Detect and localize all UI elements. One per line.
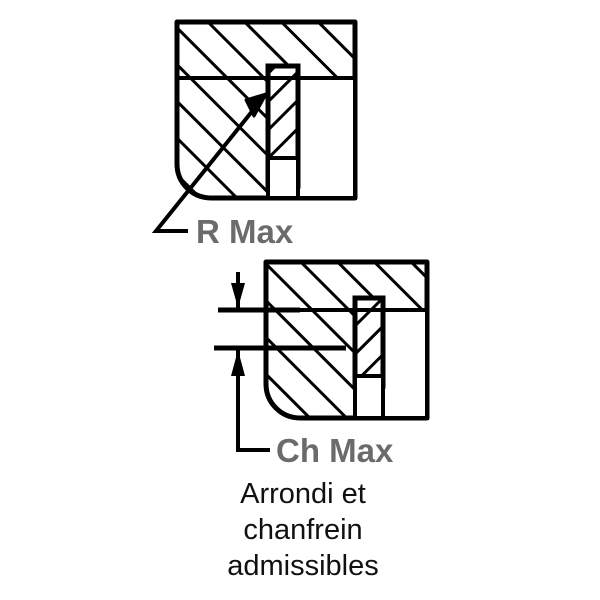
upper-leader-line bbox=[151, 92, 268, 233]
lower-insert-foot bbox=[353, 374, 385, 420]
lower-view-ch-max: Ch Max bbox=[214, 259, 430, 469]
caption-line-3: admissibles bbox=[227, 550, 379, 582]
upper-insert-foot bbox=[266, 156, 300, 200]
lower-upper-arrowhead bbox=[231, 283, 245, 308]
caption-line-1: Arrondi et bbox=[240, 478, 366, 510]
lower-lower-arrowhead bbox=[231, 350, 245, 376]
upper-view-r-max: R Max bbox=[151, 19, 358, 250]
caption-line-2: chanfrein bbox=[243, 514, 362, 546]
lower-right-pocket bbox=[381, 308, 429, 420]
upper-right-pocket bbox=[296, 76, 357, 200]
r-max-label: R Max bbox=[196, 213, 294, 250]
ch-max-label: Ch Max bbox=[276, 432, 394, 469]
upper-body-outline bbox=[174, 19, 358, 201]
lower-insert-hatch bbox=[355, 298, 383, 386]
caption-block: Arrondi et chanfrein admissibles bbox=[227, 478, 379, 582]
upper-leader-arrowhead bbox=[244, 92, 268, 118]
lower-body-outline bbox=[263, 259, 430, 421]
